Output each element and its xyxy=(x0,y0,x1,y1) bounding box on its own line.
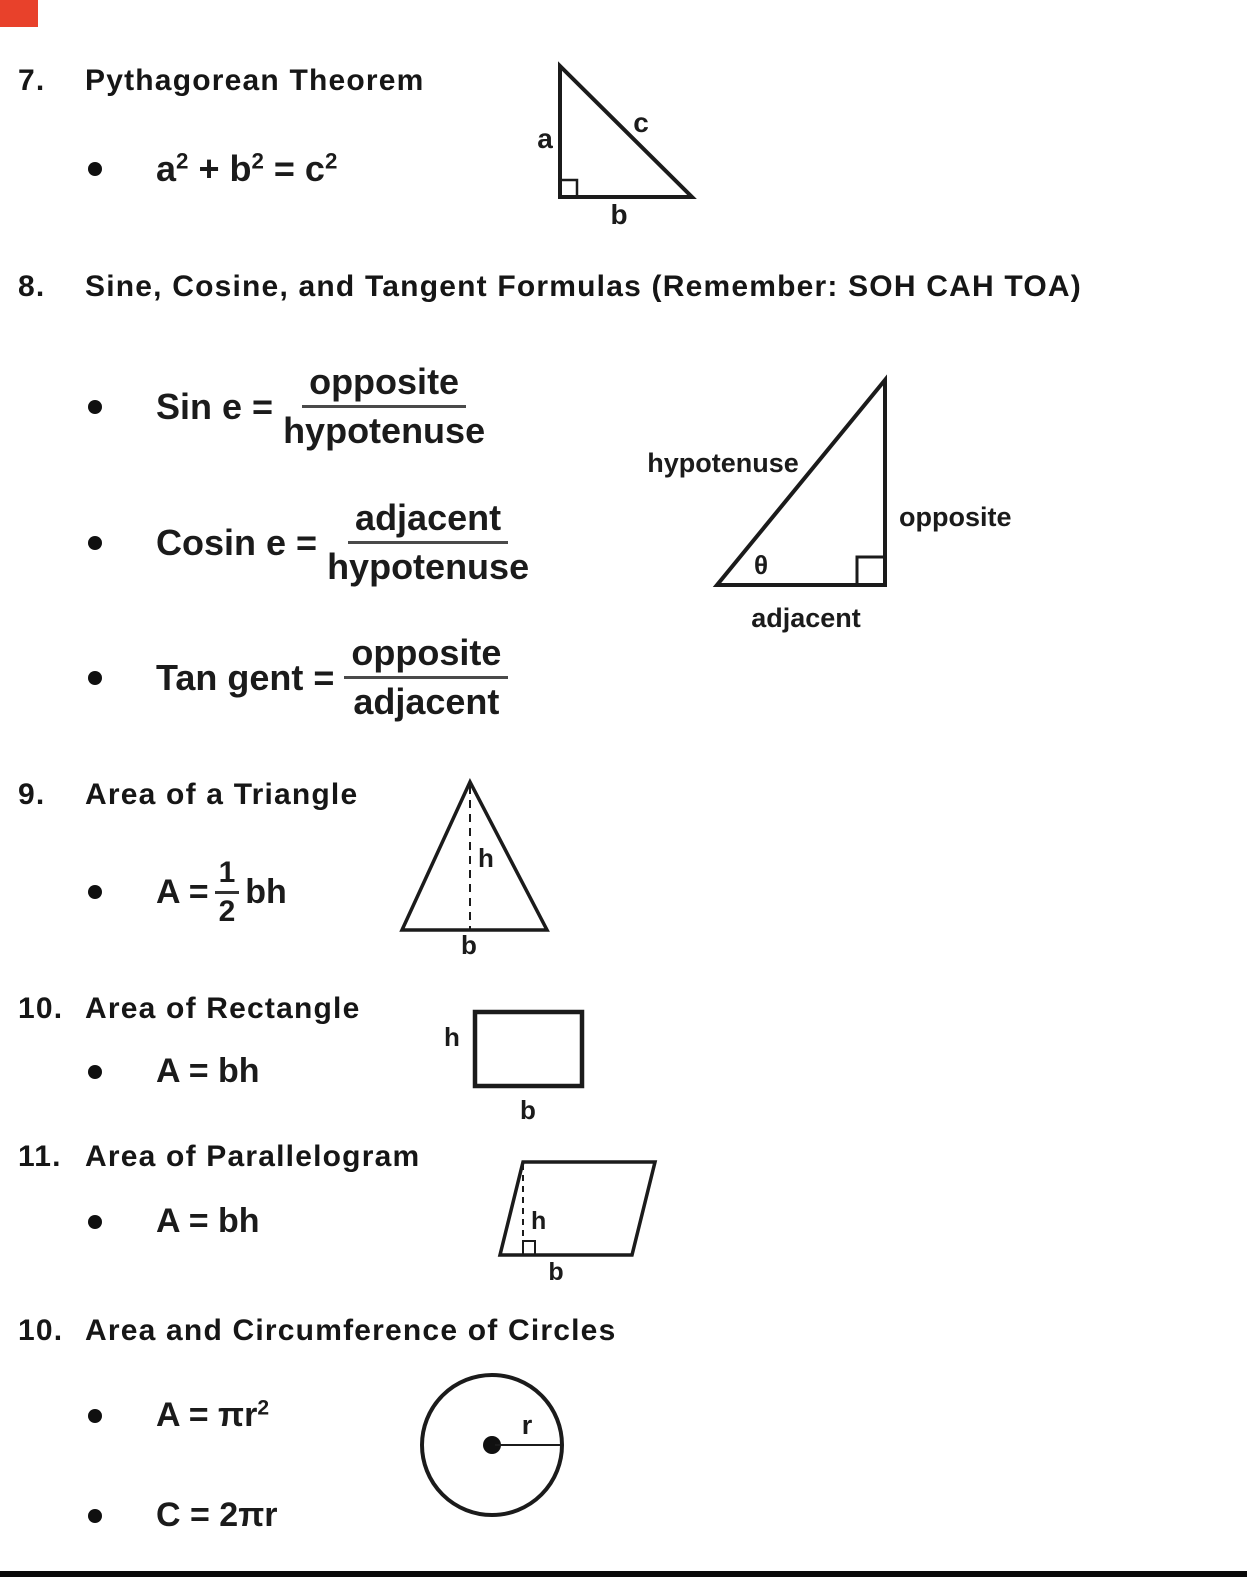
label-base: b xyxy=(548,1258,563,1286)
formula-lhs: A = xyxy=(156,872,209,911)
parallelogram-diagram: h b xyxy=(497,1160,658,1286)
bullet-icon xyxy=(88,162,102,176)
label-height: h xyxy=(444,1022,460,1052)
label-adjacent: adjacent xyxy=(751,603,861,633)
fraction: opposite adjacent xyxy=(344,632,509,723)
cosine-formula: Cosin e = adjacent hypotenuse xyxy=(88,497,530,588)
bullet-icon xyxy=(88,399,102,414)
heading-title: Sine, Cosine, and Tangent Formulas (Reme… xyxy=(85,270,1082,303)
fraction: adjacent hypotenuse xyxy=(327,497,530,588)
bullet-icon xyxy=(88,670,102,685)
formula-text: A = bh xyxy=(156,1052,260,1090)
sine-formula: Sin e = opposite hypotenuse xyxy=(88,361,486,452)
formula-text: a2 + b2 = c2 xyxy=(156,148,338,189)
label-radius: r xyxy=(522,1410,533,1440)
bullet-icon xyxy=(88,885,102,899)
formula-lhs: Tan gent = xyxy=(156,656,335,698)
rectangle-area-formula: A = bh xyxy=(88,1052,260,1091)
fraction-numerator: adjacent xyxy=(348,497,509,545)
heading-title: Area of Parallelogram xyxy=(85,1140,421,1173)
fraction-numerator: opposite xyxy=(344,632,509,680)
triangle-area-diagram: h b xyxy=(399,778,550,960)
label-theta-angle: θ xyxy=(754,550,768,580)
heading-circle: 10. Area and Circumference of Circles xyxy=(18,1314,616,1348)
heading-number: 9. xyxy=(18,778,46,811)
formula-lhs: Sin e = xyxy=(156,385,274,427)
heading-number: 10. xyxy=(18,1314,64,1347)
heading-number: 8. xyxy=(18,270,46,303)
heading-parallelogram-area: 11. Area of Parallelogram xyxy=(18,1140,420,1174)
formula-text: C = 2πr xyxy=(156,1496,278,1534)
fraction-numerator: opposite xyxy=(302,361,467,409)
fraction-denominator: hypotenuse xyxy=(283,410,486,452)
formula-rhs: bh xyxy=(245,872,287,911)
fraction-numerator: 1 xyxy=(214,857,240,894)
circle-area-formula: A = πr2 xyxy=(88,1396,269,1435)
pythagorean-formula: a2 + b2 = c2 xyxy=(88,138,337,200)
formula-text: A = πr2 xyxy=(156,1396,270,1434)
heading-trig: 8. Sine, Cosine, and Tangent Formulas (R… xyxy=(18,270,1082,304)
circle-circumference-formula: C = 2πr xyxy=(88,1496,277,1535)
parallelogram-area-formula: A = bh xyxy=(88,1202,260,1241)
heading-number: 7. xyxy=(18,64,46,97)
bullet-icon xyxy=(88,1064,102,1079)
heading-number: 11. xyxy=(18,1140,62,1173)
fraction-denominator: hypotenuse xyxy=(327,546,530,588)
label-height: h xyxy=(531,1207,546,1235)
rectangle-diagram: h b xyxy=(444,1009,585,1125)
fraction: opposite hypotenuse xyxy=(283,361,486,452)
right-triangle-diagram: a c b xyxy=(537,61,697,230)
formula-text: A = bh xyxy=(156,1202,260,1240)
page-corner-red-mark xyxy=(0,0,38,27)
label-base: b xyxy=(461,930,477,960)
circle-diagram: r xyxy=(420,1373,564,1517)
bullet-icon xyxy=(88,1214,102,1229)
bullet-icon xyxy=(88,535,102,550)
label-side-b: b xyxy=(610,199,627,230)
soh-cah-toa-triangle-diagram: hypotenuse opposite adjacent θ xyxy=(647,374,1012,633)
bullet-icon xyxy=(88,1408,102,1423)
label-hypotenuse: hypotenuse xyxy=(647,448,799,478)
triangle-area-formula: A = 1 2 bh xyxy=(88,857,287,927)
label-height: h xyxy=(478,843,494,873)
heading-title: Pythagorean Theorem xyxy=(85,64,425,97)
tangent-formula: Tan gent = opposite adjacent xyxy=(88,632,509,723)
label-side-c: c xyxy=(633,107,649,138)
fraction-denominator: 2 xyxy=(218,894,236,928)
heading-title: Area of Rectangle xyxy=(85,992,361,1025)
heading-pythagorean: 7. Pythagorean Theorem xyxy=(18,64,425,98)
fraction-denominator: adjacent xyxy=(353,681,500,723)
heading-triangle-area: 9. Area of a Triangle xyxy=(18,778,358,812)
heading-title: Area of a Triangle xyxy=(85,778,359,811)
bottom-rule xyxy=(0,1571,1247,1577)
label-base: b xyxy=(520,1095,536,1125)
formula-lhs: Cosin e = xyxy=(156,521,318,563)
heading-title: Area and Circumference of Circles xyxy=(85,1314,617,1347)
label-opposite: opposite xyxy=(899,502,1012,532)
fraction: 1 2 xyxy=(214,857,240,928)
bullet-icon xyxy=(88,1508,102,1523)
heading-number: 10. xyxy=(18,992,64,1025)
label-side-a: a xyxy=(537,123,553,154)
heading-rectangle-area: 10. Area of Rectangle xyxy=(18,992,360,1026)
